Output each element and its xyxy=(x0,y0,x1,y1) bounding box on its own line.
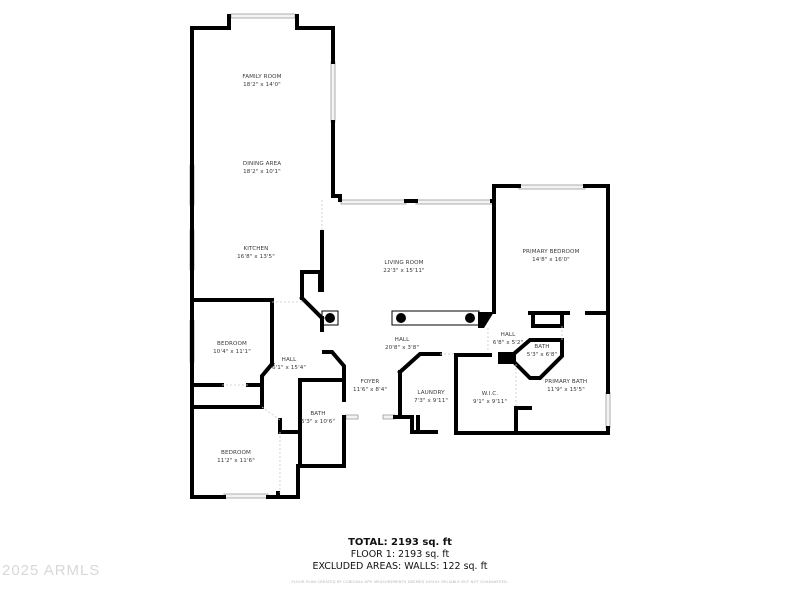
room-name: FAMILY ROOM xyxy=(242,74,282,80)
room-name: FOYER xyxy=(360,379,380,385)
room-bath-hall: BATH 5'3" x 10'6" xyxy=(301,411,335,426)
room-hall-bed: HALL 6'1" x 15'4" xyxy=(272,357,306,372)
total-area: TOTAL: 2193 sq. ft xyxy=(348,537,452,548)
room-name: BATH xyxy=(534,344,550,350)
room-size: 22'3" x 15'11" xyxy=(383,267,425,274)
area-summary: TOTAL: 2193 sq. ft FLOOR 1: 2193 sq. ft … xyxy=(0,537,800,572)
room-hall-primary: HALL 6'8" x 5'2" xyxy=(493,332,523,347)
watermark: 2025 ARMLS xyxy=(2,562,101,579)
room-name: W.I.C. xyxy=(481,391,499,397)
room-size: 7'3" x 9'11" xyxy=(413,397,449,404)
room-name: PRIMARY BATH xyxy=(544,379,588,385)
room-name: HALL xyxy=(500,332,516,338)
room-family-room: FAMILY ROOM 18'2" x 14'0" xyxy=(242,74,281,89)
room-primary-bath: PRIMARY BATH 11'9" x 15'5" xyxy=(545,379,587,394)
room-bath-primary: BATH 5'3" x 6'8" xyxy=(527,344,557,359)
room-laundry: LAUNDRY 7'3" x 9'11" xyxy=(414,390,448,405)
room-name: KITCHEN xyxy=(243,246,269,252)
room-wic: W.I.C. 9'1" x 9'11" xyxy=(473,391,507,406)
room-size: 11'2" x 11'6" xyxy=(217,457,255,464)
room-size: 16'8" x 13'5" xyxy=(237,253,275,260)
room-hall-main: HALL 20'8" x 3'8" xyxy=(385,337,419,352)
room-bedroom-1: BEDROOM 10'4" x 11'1" xyxy=(213,341,251,356)
room-bedroom-2: BEDROOM 11'2" x 11'6" xyxy=(217,450,255,465)
room-name: LAUNDRY xyxy=(417,390,445,396)
room-name: LIVING ROOM xyxy=(384,260,424,266)
room-size: 18'2" x 14'0" xyxy=(243,81,281,88)
excluded-areas: EXCLUDED AREAS: WALLS: 122 sq. ft xyxy=(312,560,488,572)
room-size: 6'8" x 5'2" xyxy=(492,339,524,346)
room-name: HALL xyxy=(281,357,297,363)
floor-1-area: FLOOR 1: 2193 sq. ft xyxy=(350,549,450,560)
room-size: 20'8" x 3'8" xyxy=(384,344,420,351)
walls xyxy=(190,14,610,499)
disclaimer-text: FLOOR PLAN CREATED BY CUBICASA APP. MEAS… xyxy=(291,580,509,584)
room-name: BEDROOM xyxy=(221,450,251,456)
room-size: 5'3" x 6'8" xyxy=(526,351,558,358)
room-size: 11'6" x 8'4" xyxy=(352,386,388,393)
room-size: 9'1" x 9'11" xyxy=(472,398,508,405)
room-size: 18'2" x 10'1" xyxy=(243,168,281,175)
room-size: 11'9" x 15'5" xyxy=(547,386,585,393)
room-size: 10'4" x 11'1" xyxy=(213,348,251,355)
room-name: BATH xyxy=(310,411,326,417)
room-kitchen: KITCHEN 16'8" x 13'5" xyxy=(237,246,275,261)
room-dining-area: DINING AREA 18'2" x 10'1" xyxy=(243,161,281,176)
room-name: DINING AREA xyxy=(242,161,282,167)
room-living-room: LIVING ROOM 22'3" x 15'11" xyxy=(383,260,424,275)
fixtures xyxy=(321,310,480,326)
room-primary-bedroom: PRIMARY BEDROOM 14'8" x 16'0" xyxy=(523,249,580,264)
room-name: HALL xyxy=(394,337,410,343)
openings xyxy=(222,200,563,493)
room-foyer: FOYER 11'6" x 8'4" xyxy=(353,379,387,394)
room-size: 5'3" x 10'6" xyxy=(300,418,336,425)
room-size: 14'8" x 16'0" xyxy=(532,256,570,263)
room-name: BEDROOM xyxy=(217,341,247,347)
room-name: PRIMARY BEDROOM xyxy=(522,249,580,255)
room-size: 6'1" x 15'4" xyxy=(271,364,307,371)
